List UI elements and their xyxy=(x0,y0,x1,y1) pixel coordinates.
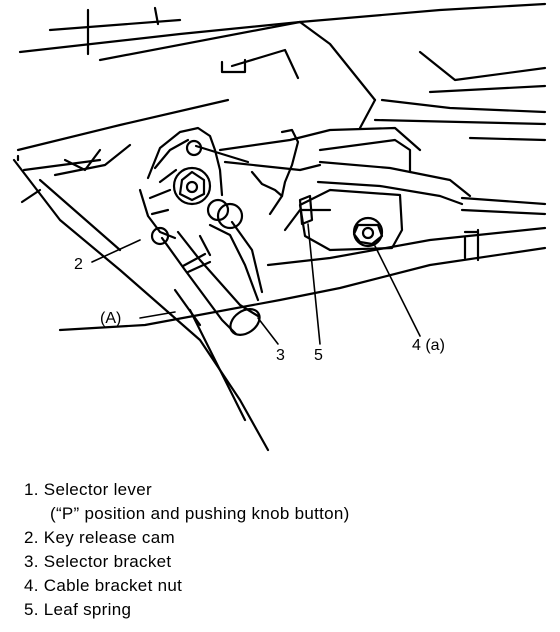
legend-item: 4. Cable bracket nut xyxy=(24,576,183,595)
legend-item-note: (“P” position and pushing knob button) xyxy=(50,504,350,523)
callout-leaf-spring: 5 xyxy=(314,347,323,364)
legend-item: 2. Key release cam xyxy=(24,528,175,547)
selector-bracket xyxy=(198,220,264,302)
leaf-spring xyxy=(250,128,314,226)
leader-lines xyxy=(91,223,421,345)
mechanism-diagram xyxy=(12,2,547,452)
legend-item: 5. Leaf spring xyxy=(24,600,132,619)
vehicle-body-lines xyxy=(12,2,547,452)
parts-legend: 1. Selector lever (“P” position and push… xyxy=(24,478,350,622)
callout-cable-bracket-nut: 4 (a) xyxy=(412,337,445,354)
callout-key-release-cam: 2 xyxy=(74,256,83,273)
cable-assembly xyxy=(218,126,547,252)
callout-selector-lever-a: (A) xyxy=(100,310,122,327)
legend-item: 1. Selector lever xyxy=(24,480,152,499)
callout-selector-bracket: 3 xyxy=(276,347,285,364)
selector-lever xyxy=(160,230,261,336)
key-release-cam xyxy=(138,126,250,246)
legend-item: 3. Selector bracket xyxy=(24,552,172,571)
